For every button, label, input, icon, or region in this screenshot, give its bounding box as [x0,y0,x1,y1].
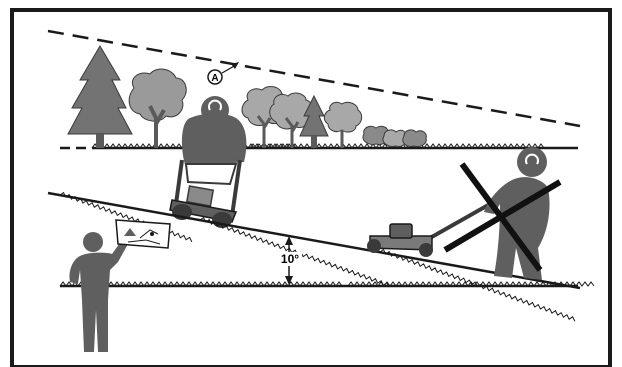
push-mower-wheel-front [367,239,381,253]
mower-engine-block [185,185,215,207]
push-mower-engine [389,223,413,239]
push-operator-head [517,147,547,177]
prohibition-x-mark [443,162,562,272]
person-head [83,232,103,252]
push-operator-body [484,177,550,280]
callout-a: A [207,62,239,85]
mower-seat-back [184,163,238,186]
push-mower [367,202,491,257]
person-body [69,240,128,352]
angle-indicator: 10° [278,236,302,285]
operator-body [181,113,247,168]
tree-row [67,45,427,148]
deciduous-tree-1 [128,68,187,148]
pine-tree-small [299,94,329,148]
manual-card [115,219,171,249]
callout-a-circle [207,69,223,85]
angle-label: 10° [281,252,299,266]
callout-a-label: A [211,73,218,84]
bush-3 [402,129,427,147]
standing-person [69,219,171,352]
push-mower-handle [429,202,491,240]
dashed-reference-line [47,29,581,128]
push-mower-operator [484,147,550,280]
pine-tree-large [67,45,133,148]
callout-a-arrowhead [231,62,239,69]
deciduous-tree-4 [323,101,363,148]
push-mower-wheel-rear [419,243,433,257]
